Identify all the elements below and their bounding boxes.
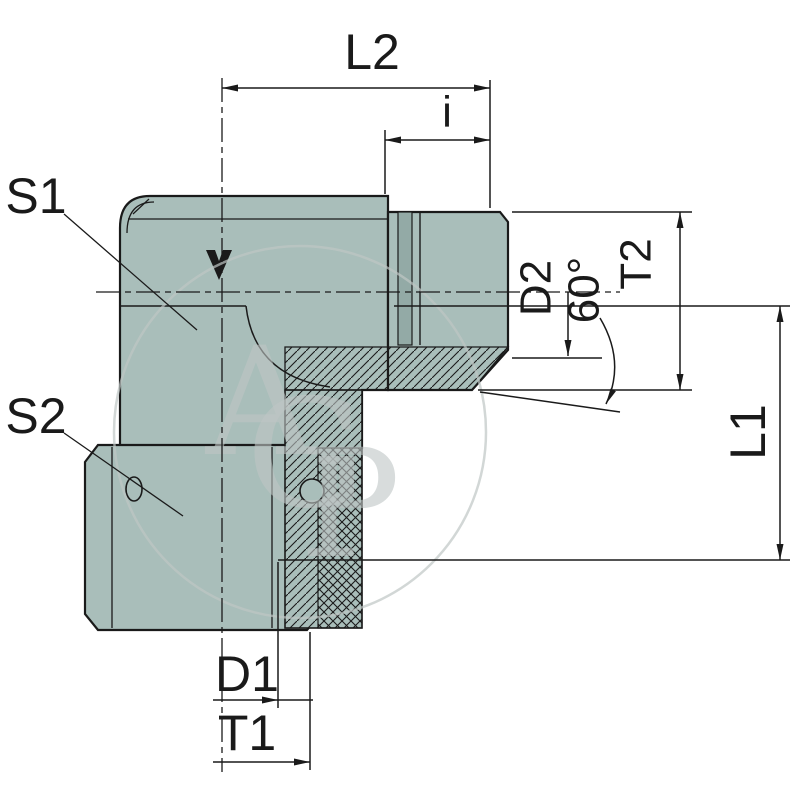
label-angle-60: 60°: [560, 257, 609, 324]
arrowhead-l1-up: [776, 306, 784, 322]
nut-weep-hole: [125, 476, 143, 502]
arrowhead-i-left: [385, 136, 401, 144]
watermark-letter: A: [205, 316, 316, 490]
arrowhead-t1-right: [294, 758, 310, 766]
arrowhead-l2-left: [222, 84, 238, 92]
retaining-ball: [299, 478, 325, 504]
label-l1: L1: [720, 404, 776, 460]
label-s2: S2: [5, 388, 66, 444]
label-d2: D2: [512, 260, 561, 316]
corner-inner-arc: [126, 201, 155, 234]
arrowhead-l2-right: [474, 84, 490, 92]
watermark: A G P: [112, 244, 488, 620]
dimension-lines: [63, 80, 790, 770]
corner-chamfer-tick: [132, 198, 150, 215]
label-s1: S1: [5, 168, 66, 224]
label-t1: T1: [218, 705, 276, 761]
arrowhead-t2-up: [676, 212, 684, 228]
cone-flank-extension: [479, 391, 621, 413]
watermark-letter: G: [246, 368, 366, 542]
arrowhead-t2-down: [676, 374, 684, 390]
fitting-body: [83, 194, 510, 632]
leader-s2: [63, 432, 184, 517]
label-t2: T2: [612, 238, 661, 289]
watermark-letter: P: [300, 418, 401, 592]
arrowhead-l1-down: [776, 544, 784, 560]
label-d1: D1: [215, 646, 279, 702]
arrowhead-d2-down: [564, 340, 572, 356]
watermark-circle: [112, 244, 488, 620]
leader-s1: [63, 213, 198, 331]
centerlines: [96, 78, 620, 772]
arrowhead-i-right: [474, 136, 490, 144]
bore-fillet-arc: [245, 305, 331, 388]
dimension-labels: L2 i S1 S2 D2 60° T2 L1 D1 T1: [5, 24, 776, 761]
section-hatch-horizontal: [284, 346, 510, 391]
arrowhead-angle-60: [606, 388, 616, 404]
arrowhead-d1-right: [262, 696, 278, 704]
section-crosshatch-nut: [317, 447, 363, 629]
label-i: i: [442, 88, 452, 137]
label-l2: L2: [344, 24, 400, 80]
